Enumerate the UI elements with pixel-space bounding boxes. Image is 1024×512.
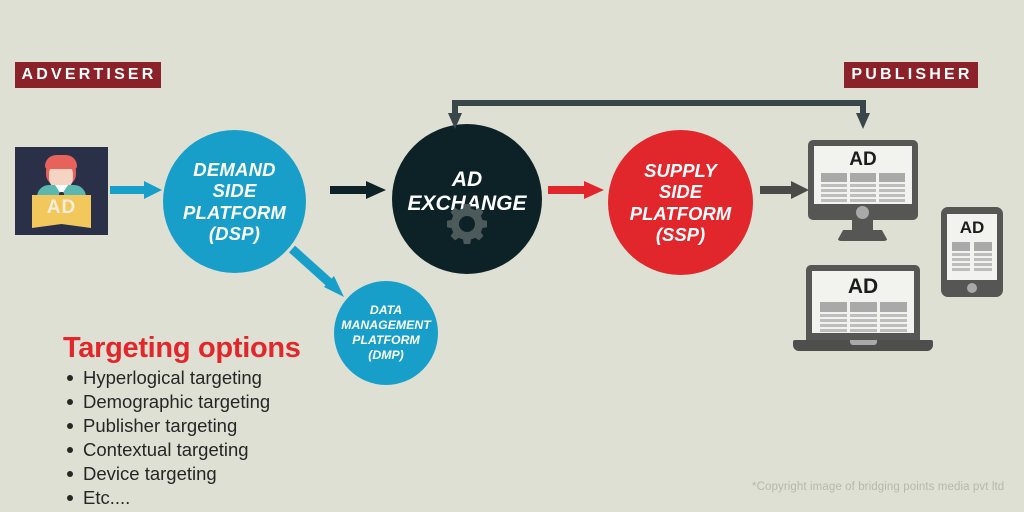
ssp-line-4: (SSP) [655, 223, 706, 245]
content-column [850, 302, 877, 332]
content-column [821, 173, 847, 202]
monitor-power-dot [856, 206, 869, 219]
advertiser-badge: ADVERTISER [15, 62, 161, 88]
feedback-bracket-arrow [448, 100, 870, 129]
content-column [952, 242, 970, 271]
node-demand-side-platform[interactable]: DEMAND SIDE PLATFORM (DSP) [163, 130, 306, 273]
dmp-line-3: PLATFORM [352, 333, 420, 347]
exchange-label-group: AD EXCHANGE [407, 168, 526, 216]
targeting-options-panel: Targeting options Hyperlogical targeting… [63, 332, 363, 510]
content-column [850, 173, 876, 202]
dsp-line-3: PLATFORM [183, 201, 286, 223]
ssp-line-3: PLATFORM [629, 202, 732, 224]
targeting-options-list: Hyperlogical targeting Demographic targe… [63, 366, 363, 510]
content-column [880, 302, 907, 332]
content-column [820, 302, 847, 332]
tablet-ad-label: AD [959, 218, 985, 237]
list-item: Demographic targeting [63, 390, 363, 414]
node-supply-side-platform[interactable]: SUPPLY SIDE PLATFORM (SSP) [608, 130, 753, 275]
exchange-line-2: EXCHANGE [407, 192, 527, 215]
content-column [879, 173, 905, 202]
tablet-device: AD [941, 207, 1003, 297]
list-item: Contextual targeting [63, 438, 363, 462]
arrow-shaft [110, 186, 146, 194]
laptop-trackpad-notch [850, 340, 877, 345]
arrow-head [144, 181, 162, 199]
avatar-hair-top-icon [45, 155, 77, 169]
dsp-line-1: DEMAND [193, 159, 276, 181]
avatar-ad-banner-label: AD [46, 197, 77, 218]
targeting-options-title: Targeting options [63, 332, 301, 364]
dmp-line-4: (DMP) [368, 348, 404, 362]
laptop-device: AD [793, 265, 933, 356]
list-item: Etc.... [63, 486, 363, 510]
dmp-line-1: DATA [369, 303, 403, 317]
avatar-collar-icon [55, 185, 68, 195]
dmp-line-2: MANAGEMENT [341, 318, 431, 332]
laptop-screen: AD [812, 271, 914, 333]
dsp-line-2: SIDE [212, 180, 257, 202]
publisher-badge-label: PUBLISHER [851, 65, 973, 83]
exchange-line-1: AD [451, 168, 483, 192]
ssp-line-1: SUPPLY [644, 160, 717, 182]
list-item: Device targeting [63, 462, 363, 486]
arrow-dsp-to-dmp [288, 245, 344, 297]
monitor-ad-label: AD [849, 149, 877, 170]
content-column [974, 242, 992, 271]
monitor-stand-base [837, 230, 888, 241]
list-item: Hyperlogical targeting [63, 366, 363, 390]
ssp-line-2: SIDE [658, 181, 703, 203]
publisher-badge: PUBLISHER [844, 62, 978, 88]
tablet-home-button[interactable] [967, 283, 977, 293]
dsp-line-4: (DSP) [208, 222, 261, 244]
node-data-management-platform[interactable]: DATA MANAGEMENT PLATFORM (DMP) [334, 281, 438, 385]
gear-icon [447, 204, 487, 244]
arrow-shaft [760, 186, 793, 194]
monitor-stand-neck [852, 219, 873, 232]
avatar-ad-banner-icon: AD [32, 195, 91, 228]
desktop-monitor: AD [808, 140, 918, 243]
node-ad-exchange[interactable]: AD EXCHANGE [392, 124, 542, 274]
advertiser-person-avatar: AD [15, 147, 108, 235]
arrow-shaft [330, 186, 368, 194]
arrow-head [791, 181, 809, 199]
arrow-shaft [548, 186, 586, 194]
tablet-screen: AD [947, 214, 997, 280]
laptop-base [793, 340, 933, 351]
arrow-head [366, 181, 386, 199]
list-item: Publisher targeting [63, 414, 363, 438]
monitor-screen: AD [814, 146, 912, 204]
advertiser-badge-label: ADVERTISER [21, 65, 157, 83]
copyright-notice: *Copyright image of bridging points medi… [752, 481, 1005, 493]
arrow-head [584, 181, 604, 199]
laptop-ad-label: AD [847, 275, 879, 298]
